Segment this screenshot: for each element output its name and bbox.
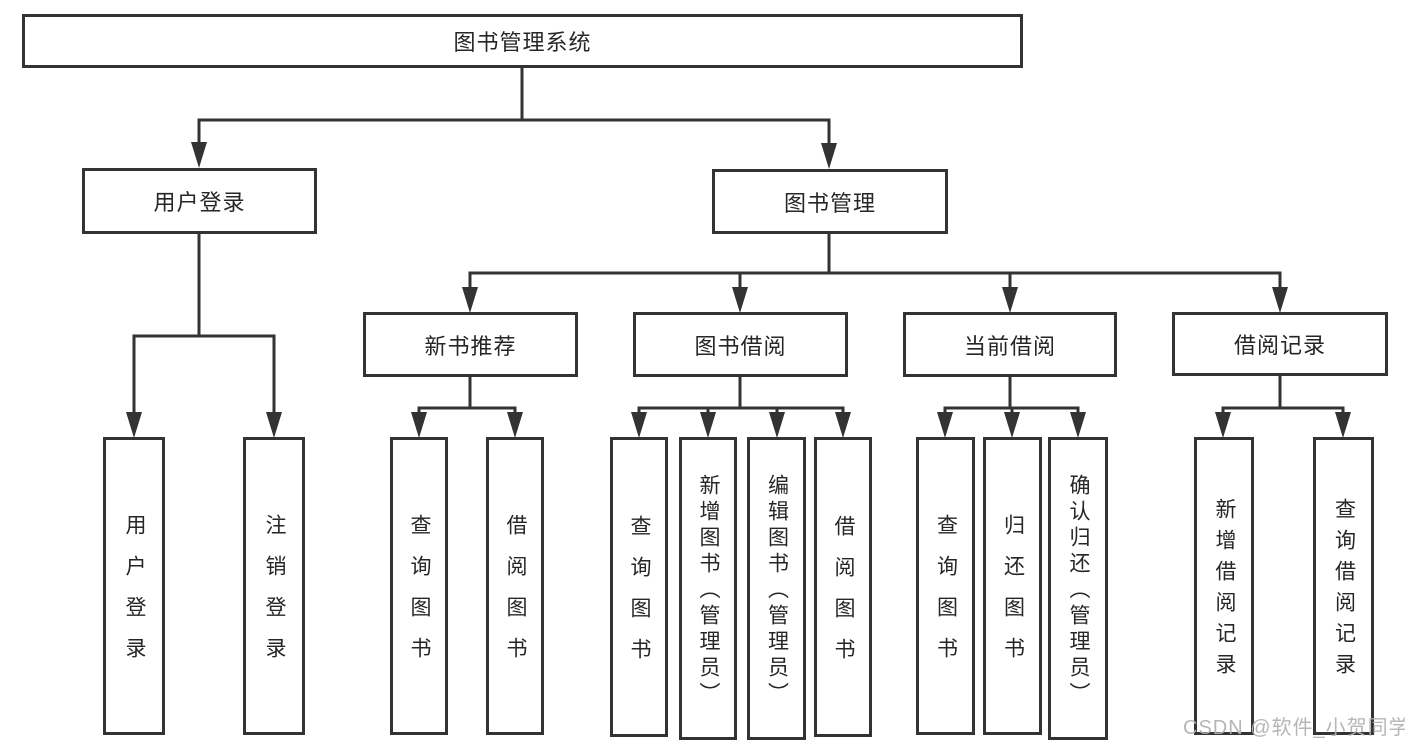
- leaf-user-login: 用户登录: [103, 437, 165, 735]
- leaf-query-books-borrowing: 查询图书: [610, 437, 668, 737]
- leaf-return-books: 归还图书: [983, 437, 1042, 735]
- leaf-query-books-current: 查询图书: [916, 437, 975, 735]
- arrowhead: [126, 412, 142, 438]
- node-label: 当前借阅: [963, 333, 1056, 359]
- arrowhead: [1272, 287, 1288, 313]
- leaf-confirm-return-admin: 确认归还（管理员）: [1048, 437, 1108, 740]
- arrowhead: [821, 143, 837, 169]
- leaf-edit-books-admin: 编辑图书（管理员）: [747, 437, 806, 740]
- node-new-book-recommend: 新书推荐: [363, 312, 578, 377]
- arrowhead: [1070, 412, 1086, 438]
- csdn-watermark: CSDN @软件_小贺同学: [1183, 717, 1405, 739]
- arrowhead: [1004, 412, 1020, 438]
- arrowhead: [769, 412, 785, 438]
- leaf-label: 新增借阅记录: [1213, 498, 1236, 684]
- arrowhead: [266, 412, 282, 438]
- arrowhead: [191, 142, 207, 168]
- leaf-label: 查询借阅记录: [1332, 498, 1356, 684]
- leaf-label: 借阅图书: [504, 514, 527, 678]
- arrowhead: [1215, 412, 1231, 438]
- leaf-label: 用户登录: [123, 514, 146, 678]
- arrowhead: [1002, 287, 1018, 313]
- leaf-label: 确认归还（管理员）: [1067, 474, 1090, 708]
- arrowhead: [835, 412, 851, 438]
- arrowhead: [411, 412, 427, 438]
- leaf-query-borrow-record: 查询借阅记录: [1313, 437, 1374, 735]
- node-borrowing-records: 借阅记录: [1172, 312, 1388, 376]
- leaf-label: 归还图书: [1001, 514, 1025, 678]
- leaf-label: 注销登录: [263, 514, 286, 678]
- leaf-label: 查询图书: [408, 514, 431, 678]
- leaf-query-books-recommend: 查询图书: [390, 437, 448, 735]
- node-label: 图书管理系统: [453, 30, 592, 55]
- arrowhead: [937, 412, 953, 438]
- leaf-label: 编辑图书（管理员）: [765, 474, 789, 708]
- node-label: 图书管理: [783, 190, 876, 216]
- node-book-management: 图书管理: [712, 169, 948, 234]
- arrowhead: [732, 287, 748, 313]
- leaf-add-borrow-record: 新增借阅记录: [1194, 437, 1254, 735]
- arrowhead: [462, 287, 478, 313]
- leaf-borrow-books-borrowing: 借阅图书: [814, 437, 872, 737]
- node-user-login: 用户登录: [82, 168, 317, 234]
- leaf-add-books-admin: 新增图书（管理员）: [679, 437, 737, 740]
- arrowhead: [631, 412, 647, 438]
- leaf-label: 新增图书（管理员）: [697, 474, 720, 708]
- leaf-label: 查询图书: [934, 514, 958, 678]
- node-root-library-system: 图书管理系统: [22, 14, 1023, 68]
- node-label: 新书推荐: [424, 333, 517, 359]
- node-label: 图书借阅: [694, 333, 787, 359]
- node-label: 借阅记录: [1233, 333, 1326, 358]
- leaf-label: 查询图书: [628, 515, 651, 679]
- leaf-label: 借阅图书: [832, 515, 855, 679]
- leaf-logout: 注销登录: [243, 437, 305, 735]
- node-book-borrowing: 图书借阅: [633, 312, 848, 377]
- arrowhead: [507, 412, 523, 438]
- arrowhead: [1335, 412, 1351, 438]
- node-current-borrowing: 当前借阅: [903, 312, 1117, 377]
- node-label: 用户登录: [153, 190, 246, 215]
- arrowhead: [700, 412, 716, 438]
- leaf-borrow-books-recommend: 借阅图书: [486, 437, 544, 735]
